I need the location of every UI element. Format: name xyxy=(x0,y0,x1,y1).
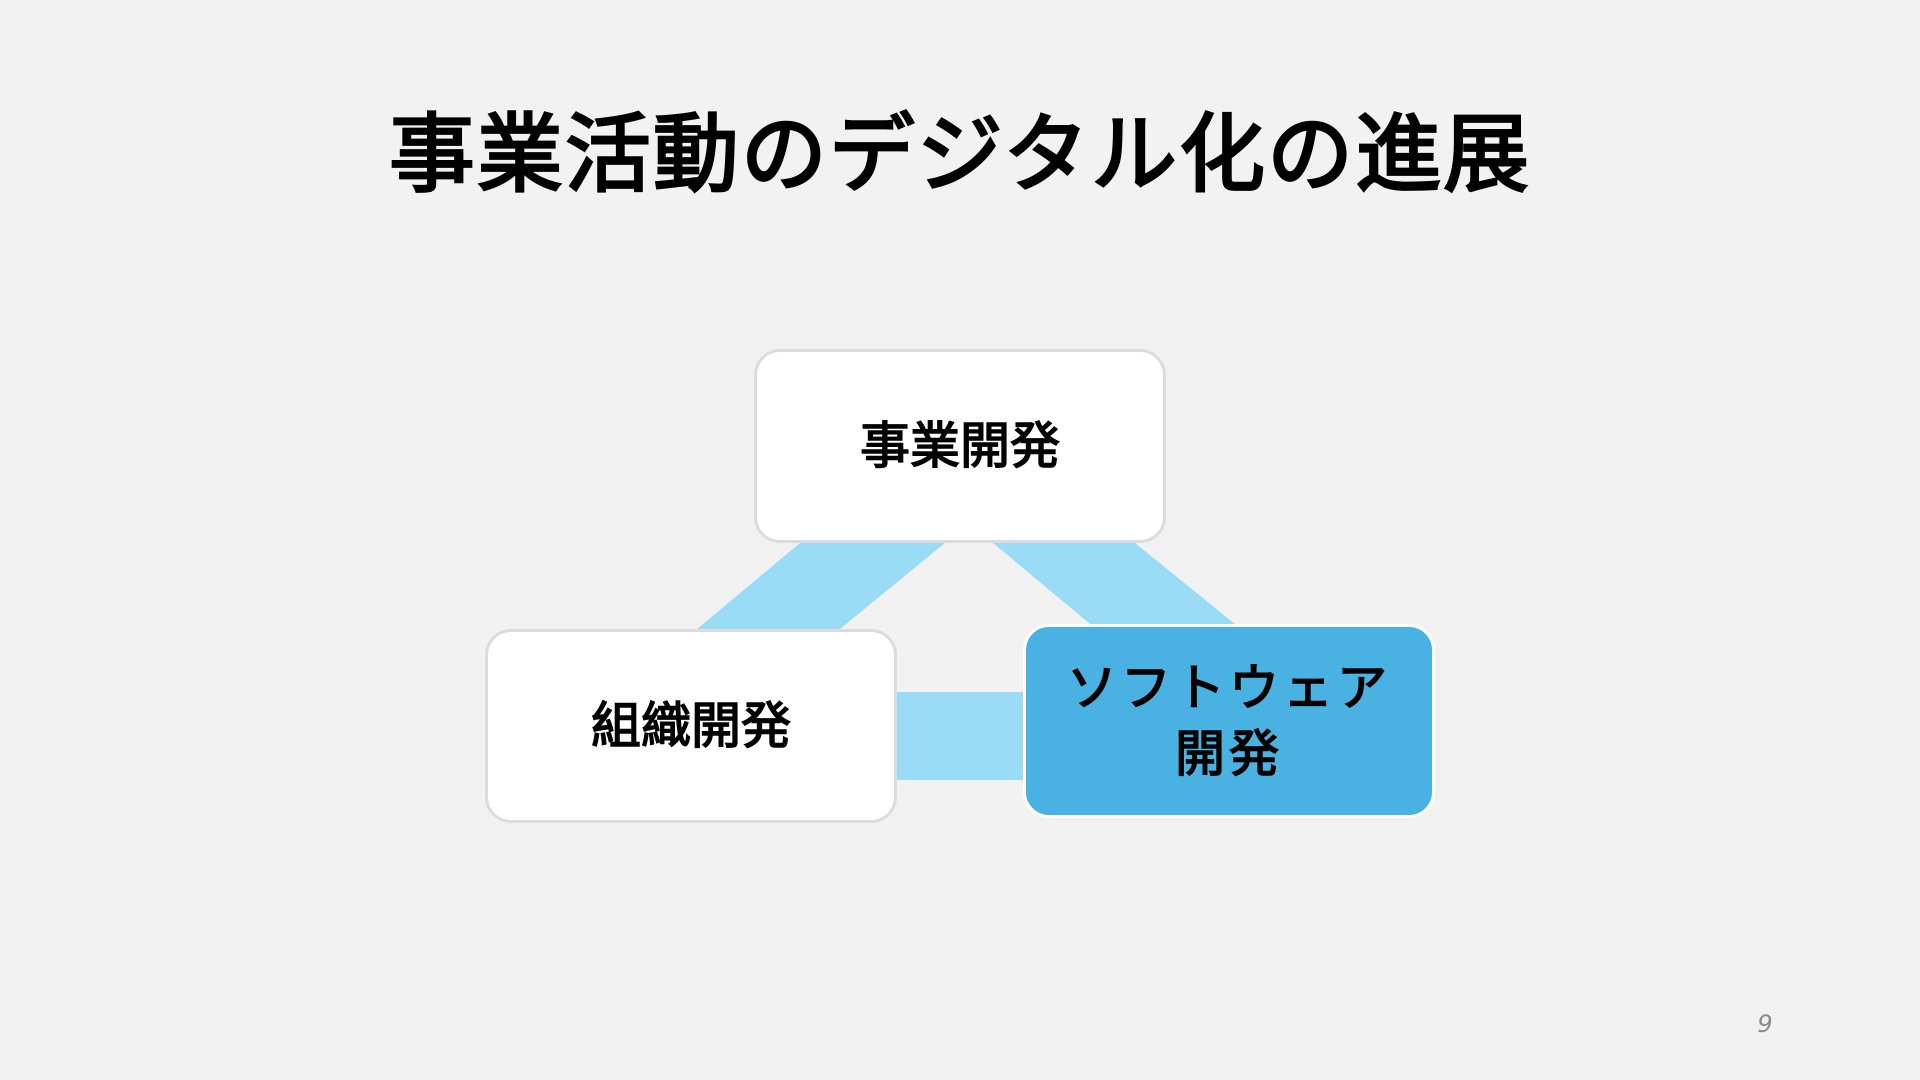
node-business-development-label: 事業開発 xyxy=(860,417,1060,475)
page-number: 9 xyxy=(1757,1010,1773,1038)
connector-business-software xyxy=(993,543,1235,624)
node-organization-development: 組織開発 xyxy=(485,629,897,823)
node-software-development-label: ソフトウェア 開発 xyxy=(1067,659,1391,783)
node-organization-development-label: 組織開発 xyxy=(591,697,791,755)
slide-title: 事業活動のデジタル化の進展 xyxy=(388,105,1532,205)
node-business-development: 事業開発 xyxy=(754,349,1166,543)
node-software-development: ソフトウェア 開発 xyxy=(1023,624,1435,818)
connector-org-software xyxy=(897,692,1023,780)
connector-business-org xyxy=(697,543,945,629)
